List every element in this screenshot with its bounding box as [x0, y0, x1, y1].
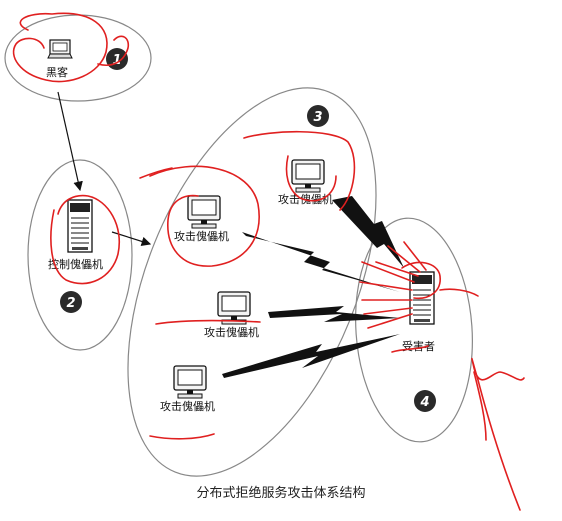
red-ray-5 [367, 313, 413, 329]
red-scribble-zombie-top [243, 130, 356, 211]
zombie-a-monitor-icon [187, 195, 221, 229]
badge-1: 1 [106, 48, 128, 70]
red-scribble-zombie-a-2 [139, 167, 173, 179]
controller-group-ellipse [27, 159, 133, 351]
red-scribble-zombie-b [155, 319, 261, 325]
red-annotation-strokes [12, 12, 525, 511]
red-scribble-tail [471, 357, 525, 511]
badge-2-number: 2 [66, 296, 75, 311]
zombie-c-monitor-icon [173, 365, 207, 399]
red-scribble-victim [401, 261, 441, 300]
zombie-top-monitor-icon [291, 159, 325, 193]
red-scribble-victim-2 [391, 345, 429, 353]
red-scribble-tail-2 [473, 371, 487, 441]
attack-bolt-b [268, 306, 400, 322]
hacker-laptop-icon [47, 39, 73, 59]
red-scribble-controller [50, 194, 121, 285]
zombie-c-label: 攻击傀儡机 [160, 399, 215, 413]
red-ray-2 [359, 281, 413, 291]
badge-2: 2 [60, 291, 82, 313]
diagram-caption: 分布式拒绝服务攻击体系结构 [196, 485, 365, 501]
red-scribble-zombie-c [149, 433, 215, 440]
zombie-top-label: 攻击傀儡机 [278, 192, 333, 206]
hacker-label: 黑客 [46, 65, 68, 79]
victim-label: 受害者 [402, 339, 435, 353]
zombie-b-label: 攻击傀儡机 [204, 325, 259, 339]
controller-server-icon [67, 199, 93, 253]
red-scribble-zombie-a [149, 165, 260, 267]
hacker-group-ellipse [4, 14, 152, 102]
controller-label: 控制傀儡机 [48, 257, 103, 271]
attack-bolt-a [242, 232, 400, 292]
attack-bolt-c [222, 334, 400, 378]
red-scribble-hacker-2 [97, 35, 130, 66]
red-scribble-hacker [12, 12, 108, 83]
red-ray-4 [363, 307, 413, 315]
badge-3: 3 [307, 105, 329, 127]
red-scribble-zombie-top-2 [285, 155, 337, 202]
red-ray-7 [387, 245, 421, 273]
zombie-b-monitor-icon [217, 291, 251, 325]
red-ray-8 [403, 241, 427, 271]
badge-1-number: 1 [112, 53, 121, 68]
zombie-a-label: 攻击傀儡机 [174, 229, 229, 243]
victim-group-ellipse [355, 217, 473, 443]
hacker-to-controller-arrow [57, 91, 83, 192]
badge-4-number: 4 [419, 395, 429, 410]
red-ray-1 [361, 261, 415, 283]
red-scribble-victim-3 [439, 288, 479, 297]
zombie-group-ellipse [127, 87, 377, 477]
attack-bolt-top [332, 196, 404, 268]
badge-4: 4 [414, 390, 436, 412]
red-ray-6 [375, 261, 419, 277]
badge-3-number: 3 [313, 110, 322, 125]
